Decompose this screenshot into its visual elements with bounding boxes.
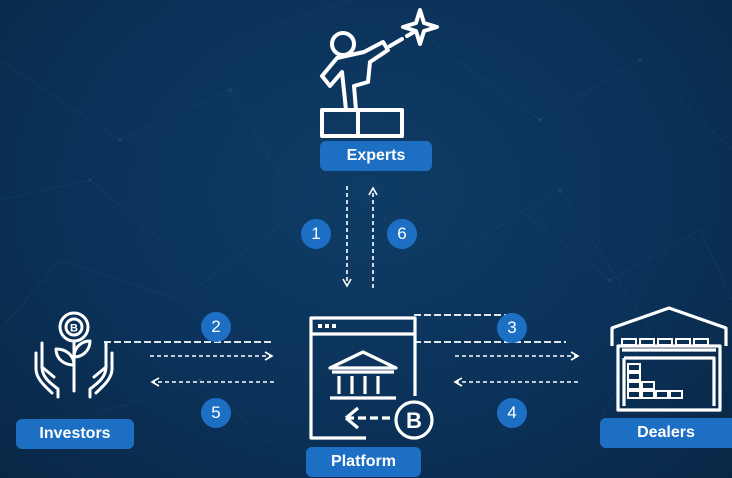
step-badge-1: 1 <box>301 219 331 249</box>
person-on-podium-pointing-star-icon <box>320 8 439 138</box>
warehouse-icon <box>610 306 728 412</box>
platform-label: Platform <box>306 447 421 477</box>
step-badge-6: 6 <box>387 219 417 249</box>
step-badge-2: 2 <box>201 312 231 342</box>
dealers-label: Dealers <box>600 418 732 448</box>
step-badge-4: 4 <box>497 398 527 428</box>
hands-holding-bitcoin-plant-icon: B <box>34 311 114 399</box>
investors-label: Investors <box>16 419 134 449</box>
svg-text:B: B <box>70 323 78 335</box>
svg-text:B: B <box>406 408 422 433</box>
experts-label: Experts <box>320 141 432 171</box>
step-badge-5: 5 <box>201 398 231 428</box>
bank-window-bitcoin-icon: B <box>309 316 434 440</box>
step-badge-3: 3 <box>497 313 527 343</box>
